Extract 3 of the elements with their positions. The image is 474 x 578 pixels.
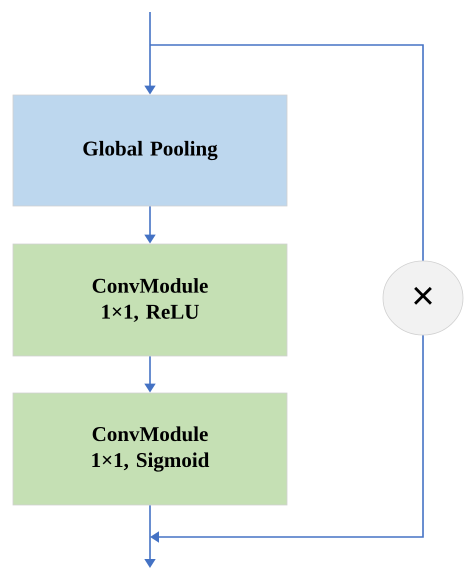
- process-box: Global Pooling: [12, 94, 288, 206]
- process-box: ConvModule 1×1, Sigmoid: [12, 392, 288, 506]
- process-box: ConvModule 1×1, ReLU: [12, 244, 288, 356]
